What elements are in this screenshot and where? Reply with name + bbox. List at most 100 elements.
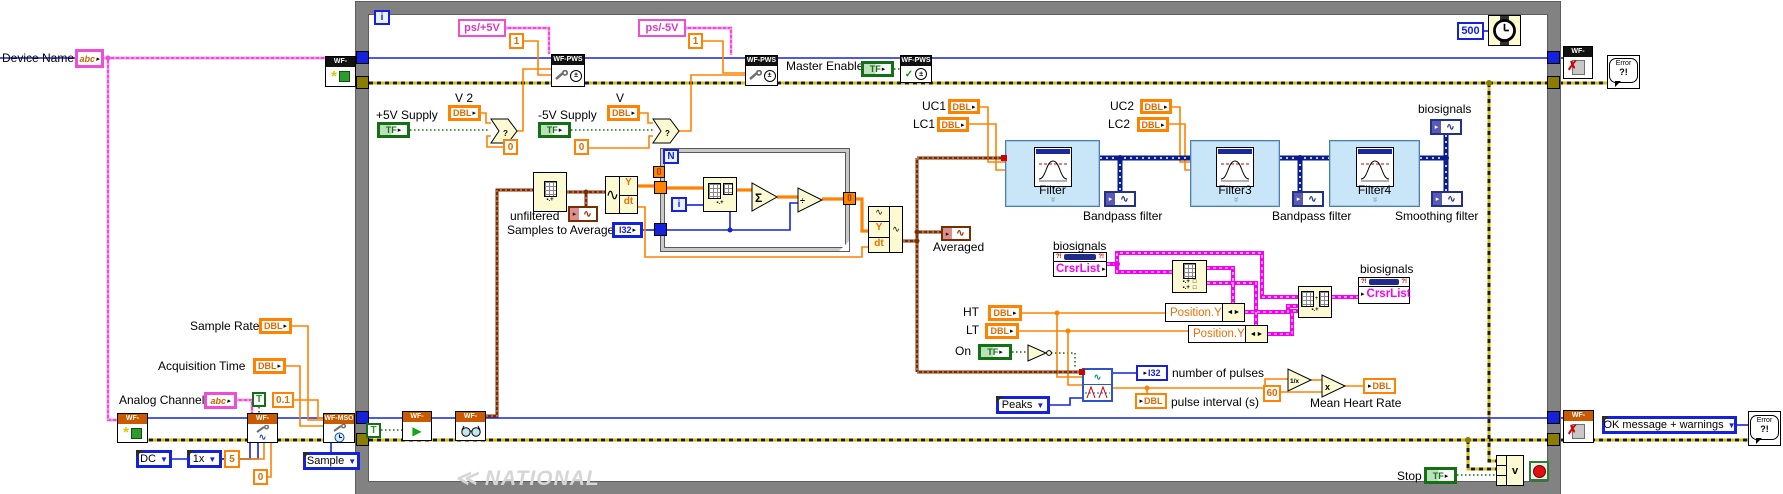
minus5-supply-boolean[interactable]: TF▸ [538,122,571,138]
acquisition-time-dbl-control[interactable]: DBL▸ [253,358,286,374]
wfpws-enable-output-node[interactable]: WF-PWS ✓± [900,55,932,83]
tunnel-blue-top-right[interactable] [1547,51,1560,64]
filter4-express-vi[interactable]: Filter4 » [1329,140,1420,207]
tunnel-error-bottom-right[interactable] [1547,433,1560,446]
waveform-wires[interactable] [486,156,1082,418]
i32-tunnel-in[interactable] [654,223,667,236]
wfpws-initialize-node[interactable]: WF-PWS * [325,56,356,87]
select-node-2[interactable]: ? [652,118,680,144]
analog-channel-string-control[interactable]: abc▸ [204,392,237,409]
tunnel-blue-bottom-right[interactable] [1547,411,1560,424]
pulse-measurement-node[interactable]: ∿ [1082,368,1113,402]
for-loop-border[interactable] [660,148,850,252]
pulse-interval-dbl-indicator[interactable]: ▸DBL [1135,393,1167,409]
uc1-dbl-control[interactable]: DBL▸ [948,99,980,114]
replace-array-subset-node[interactable]: + ▪.+ [1298,286,1332,318]
number-of-pulses-i32-indicator[interactable]: ▸I32 [1136,365,1168,381]
get-waveform-components-node[interactable]: ▪.+ [533,172,567,212]
stop-boolean-control[interactable]: TF▸ [1424,467,1457,484]
filter-express-vi[interactable]: Filter » [1005,140,1100,207]
simple-error-handler-top[interactable]: Error?! [1607,55,1640,89]
biosignals-waveform-indicator[interactable]: ▸∿ [1430,119,1462,135]
probe-attenuation-ring-constant[interactable]: 1x▼ [187,450,222,468]
index-tunnel-in[interactable]: [] [653,166,665,178]
crsrlist-property-write-node[interactable]: ?!?! ▸CrsrList [1358,277,1411,304]
wfmso-read-node[interactable]: WF-MSO [455,411,486,441]
uc2-dbl-control[interactable]: DBL▸ [1140,99,1172,114]
coupling-ring-constant[interactable]: DC▼ [136,450,172,468]
for-iteration-terminal[interactable]: i [671,197,687,212]
wfmso-configure-timing-node[interactable]: WF-MSO [323,413,355,443]
smoothing-waveform-indicator[interactable]: ▸∿ [1431,191,1463,207]
mean-heart-rate-dbl-indicator[interactable]: ▸DBL [1363,378,1396,394]
one-constant-a[interactable]: 1 [509,33,524,49]
while-loop-border[interactable] [356,2,1560,494]
build-waveform-node[interactable]: ∿ Y dt ∿ [868,206,903,253]
lt-dbl-control[interactable]: DBL▸ [985,323,1019,339]
lc2-dbl-control[interactable]: DBL▸ [1137,117,1169,132]
split-waveform-node[interactable]: ∿ Y dt [605,176,638,214]
array-tunnel-in[interactable] [654,181,667,194]
sixty-constant[interactable]: 60 [1263,385,1281,402]
wfmso-configure-channel-node[interactable]: WF-MSO ∿ [247,413,278,443]
array-subset-node[interactable]: ▪.+ [703,177,737,212]
master-enable-boolean-control[interactable]: TF▸ [861,61,894,77]
ok-message-ring-constant[interactable]: OK message + warnings▼ [1602,416,1737,434]
iteration-terminal[interactable]: i [374,10,390,25]
tunnel-error-top-left[interactable] [356,76,369,89]
v-dbl-control[interactable]: DBL▸ [607,105,640,121]
wfpws-configure-minus5v-node[interactable]: WF-PWS ± [745,55,778,86]
five-constant[interactable]: 5 [224,450,240,468]
on-boolean-control[interactable]: TF▸ [978,344,1012,360]
true-constant-b[interactable]: T [366,423,381,438]
crsrlist-property-read-node[interactable]: ?!?! CrsrList▸ [1053,252,1107,277]
zero-constant-a[interactable]: 0 [503,139,518,155]
position-y-node-1[interactable]: Position.Y ◄► [1165,303,1245,322]
averaged-waveform-indicator[interactable]: ▸∿ [941,226,971,241]
filter3-express-vi[interactable]: Filter3 » [1190,140,1280,207]
wait-ms-node[interactable] [1488,15,1521,46]
divide-node[interactable]: ÷ [797,187,824,213]
not-node[interactable] [1027,344,1052,362]
numeric-wires[interactable] [240,40,1363,478]
zero-constant-c[interactable]: 0 [253,469,268,485]
sum-node[interactable]: Σ [751,182,779,212]
peaks-ring-constant[interactable]: Peaks▼ [996,396,1050,414]
tunnel-blue-bottom-left[interactable] [356,411,369,424]
bandpass1-waveform-indicator[interactable]: ▸∿ [1104,191,1136,207]
index-tunnel-out[interactable]: [] [843,192,856,205]
count-terminal[interactable]: N [663,149,679,164]
ps-plus5v-string-constant[interactable]: ps/+5V [458,19,506,37]
zero-point-one-constant[interactable]: 0.1 [272,392,294,408]
one-constant-b[interactable]: 1 [688,33,703,49]
multiply-node[interactable]: x [1321,374,1347,398]
five-hundred-constant[interactable]: 500 [1457,22,1484,40]
loop-condition-terminal[interactable] [1529,461,1549,481]
ps-minus5v-string-constant[interactable]: ps/-5V [638,19,686,37]
device-name-string-control[interactable]: abc▸ [75,49,104,68]
boolean-wires[interactable] [258,68,1496,476]
wfpws-configure-plus5v-node[interactable]: WF-PWS ± [551,54,585,87]
true-constant-a[interactable]: T [252,392,266,407]
simple-error-handler-bottom[interactable]: Error?! [1748,411,1781,446]
v2-dbl-control[interactable]: DBL▸ [448,105,481,121]
bandpass2-waveform-indicator[interactable]: ▸∿ [1292,191,1324,207]
lc1-dbl-control[interactable]: DBL▸ [937,117,969,132]
samples-to-average-i32-control[interactable]: I32▸ [612,222,643,238]
position-y-node-2[interactable]: Position.Y ◄► [1188,325,1268,343]
wfmso-close-node[interactable]: WF-MSO ✗ [1563,410,1594,443]
compound-or-node[interactable]: v [1496,455,1524,486]
dynamic-data-wires[interactable] [1100,135,1449,191]
zero-constant-b[interactable]: 0 [574,139,589,155]
wfmso-run-node[interactable]: WF-MSO ▶ [402,411,432,441]
tunnel-error-bottom-left[interactable] [356,433,369,446]
sample-rate-dbl-control[interactable]: DBL▸ [259,318,292,334]
reciprocal-node[interactable]: 1/x [1287,368,1313,392]
tunnel-blue-top-left[interactable] [356,51,369,64]
ht-dbl-control[interactable]: DBL▸ [988,305,1022,321]
plus5-supply-boolean[interactable]: TF▸ [377,122,410,138]
index-array-node[interactable]: ▪.+□ ▪.+□ [1172,260,1207,293]
wfpws-close-node[interactable]: WF-PWS ✗ [1563,46,1593,79]
unfiltered-waveform-indicator[interactable]: ▸∿ [568,206,598,222]
tunnel-error-top-right[interactable] [1547,76,1560,89]
